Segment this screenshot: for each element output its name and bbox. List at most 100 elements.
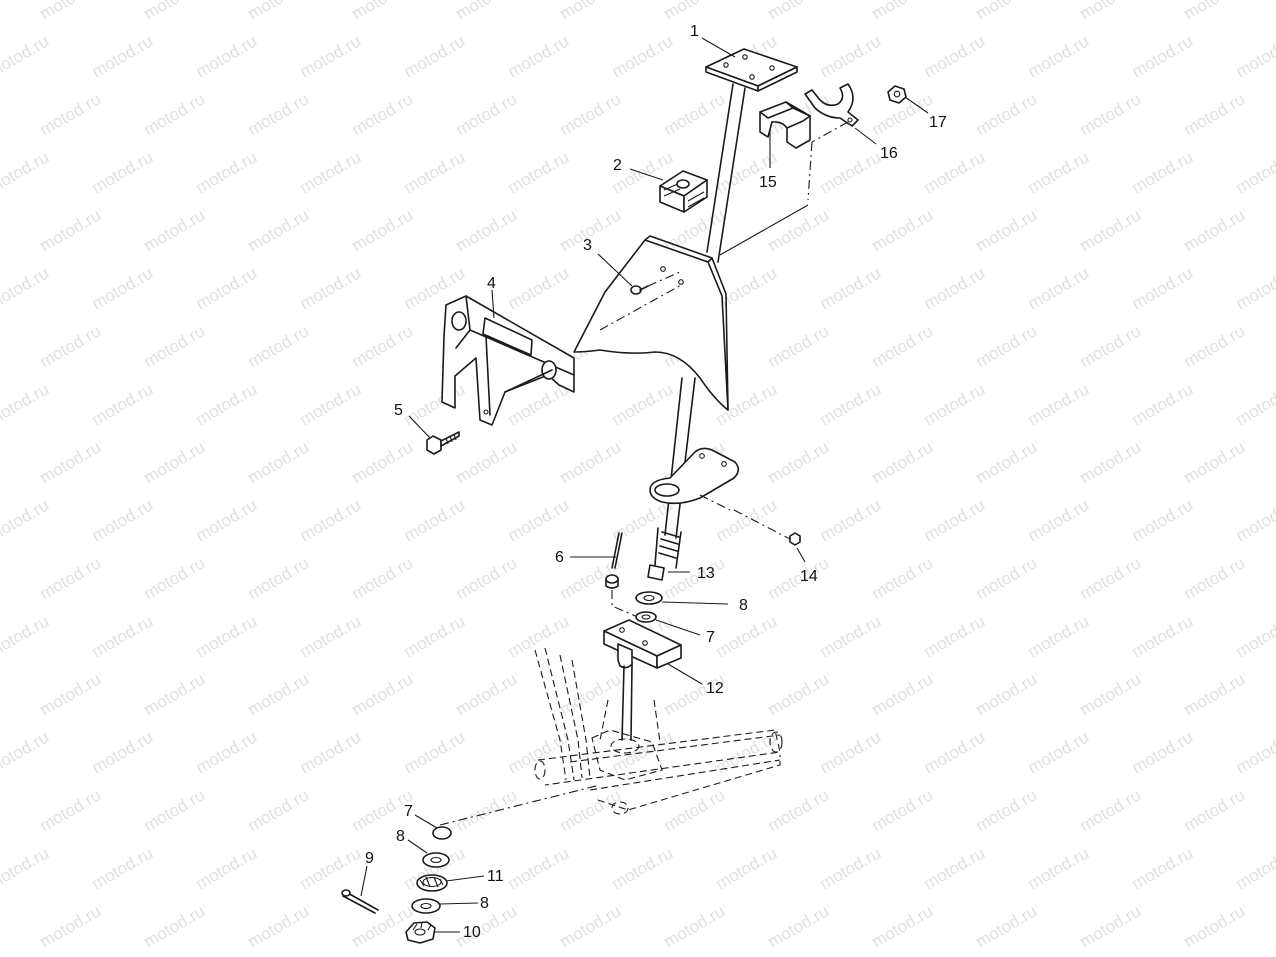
- watermark-text: motod.ru: [921, 379, 989, 429]
- callout-5: 5: [394, 402, 403, 419]
- watermark-text: motod.ru: [401, 727, 469, 777]
- steering-arm-plate: [649, 447, 793, 541]
- watermark-text: motod.ru: [349, 0, 417, 23]
- watermark-text: motod.ru: [141, 669, 209, 719]
- watermark-text: motod.ru: [37, 321, 105, 371]
- watermark-text: motod.ru: [1181, 669, 1249, 719]
- part-10-castle-nut: [405, 921, 436, 944]
- watermark-text: motod.ru: [973, 901, 1041, 951]
- watermark-text: motod.ru: [869, 437, 937, 487]
- watermark-text: motod.ru: [89, 727, 157, 777]
- watermark-text: motod.ru: [37, 205, 105, 255]
- watermark-text: motod.ru: [453, 437, 521, 487]
- watermark-text: motod.ru: [921, 31, 989, 81]
- watermark-text: motod.ru: [1025, 727, 1093, 777]
- watermark-text: motod.ru: [505, 727, 573, 777]
- watermark-text: motod.ru: [1233, 843, 1276, 893]
- watermark-text: motod.ru: [1077, 321, 1145, 371]
- watermark-text: motod.ru: [817, 611, 885, 661]
- watermark-text: motod.ru: [869, 785, 937, 835]
- watermark-text: motod.ru: [297, 147, 365, 197]
- callout-7a: 7: [706, 629, 715, 646]
- watermark-text: motod.ru: [765, 437, 833, 487]
- watermark-text: motod.ru: [1025, 147, 1093, 197]
- watermark-text: motod.ru: [1129, 147, 1197, 197]
- part-11-bearing: [416, 874, 448, 892]
- watermark-text: motod.ru: [297, 843, 365, 893]
- watermark-text: motod.ru: [1129, 263, 1197, 313]
- watermark-text: motod.ru: [869, 0, 937, 23]
- watermark-text: motod.ru: [1077, 89, 1145, 139]
- part-8-washer-lower-1: [422, 852, 450, 868]
- watermark-text: motod.ru: [1233, 495, 1276, 545]
- watermark-text: motod.ru: [89, 31, 157, 81]
- watermark-text: motod.ru: [869, 901, 937, 951]
- callout-3: 3: [583, 237, 592, 254]
- watermark-text: motod.ru: [713, 727, 781, 777]
- watermark-text: motod.ru: [245, 785, 313, 835]
- watermark-text: motod.ru: [297, 495, 365, 545]
- watermark-text: motod.ru: [713, 843, 781, 893]
- watermark-text: motod.ru: [661, 0, 729, 23]
- callout-13: 13: [697, 565, 715, 582]
- watermark-text: motod.ru: [557, 669, 625, 719]
- watermark-text: motod.ru: [193, 379, 261, 429]
- watermark-text: motod.ru: [245, 437, 313, 487]
- watermark-text: motod.ru: [141, 901, 209, 951]
- callout-8c: 8: [480, 895, 489, 912]
- watermark-text: motod.ru: [557, 901, 625, 951]
- watermark-text: motod.ru: [921, 147, 989, 197]
- part-8-washer-lower-2: [411, 898, 441, 914]
- watermark-text: motod.ru: [193, 31, 261, 81]
- watermark-text: motod.ru: [557, 89, 625, 139]
- callout-11: 11: [487, 868, 504, 885]
- watermark-text: motod.ru: [297, 379, 365, 429]
- part-14-bolt: [789, 532, 801, 546]
- watermark-text: motod.ru: [141, 0, 209, 23]
- watermark-text: motod.ru: [557, 0, 625, 23]
- callout-17: 17: [929, 114, 947, 131]
- watermark-text: motod.ru: [661, 89, 729, 139]
- watermark-text: motod.ru: [505, 611, 573, 661]
- watermark-text: motod.ru: [661, 553, 729, 603]
- callout-15: 15: [759, 174, 777, 191]
- watermark-text: motod.ru: [349, 321, 417, 371]
- watermark-text: motod.ru: [89, 147, 157, 197]
- part-5-bolt: [426, 431, 460, 455]
- watermark-text: motod.ru: [193, 263, 261, 313]
- watermark-text: motod.ru: [245, 669, 313, 719]
- watermark-text: motod.ru: [297, 611, 365, 661]
- watermark-text: motod.ru: [713, 611, 781, 661]
- watermark-text: motod.ru: [401, 379, 469, 429]
- callout-9: 9: [365, 850, 374, 867]
- callout-labels: 1 2 3 4 5 6 7 7 8 8 8 9 10 11 12 13 14 1…: [365, 23, 947, 941]
- part-6-cotter-pin: [605, 532, 641, 619]
- watermark-text: motod.ru: [817, 379, 885, 429]
- part-7-washer-upper: [635, 611, 657, 623]
- watermark-text: motod.ru: [1077, 0, 1145, 23]
- watermark-text: motod.ru: [0, 727, 52, 777]
- watermark-text: motod.ru: [765, 205, 833, 255]
- watermark-text: motod.ru: [1129, 379, 1197, 429]
- watermark-text: motod.ru: [869, 321, 937, 371]
- watermark-text: motod.ru: [1077, 669, 1145, 719]
- watermark-text: motod.ru: [1025, 495, 1093, 545]
- watermark-text: motod.ru: [1181, 0, 1249, 23]
- callout-7b: 7: [404, 803, 413, 820]
- watermark-text: motod.ru: [297, 31, 365, 81]
- watermark-text: motod.ru: [349, 437, 417, 487]
- watermark-text: motod.ru: [661, 901, 729, 951]
- watermark-text: motod.ru: [869, 205, 937, 255]
- chassis-frame-ghosted: [439, 647, 783, 826]
- watermark-text: motod.ru: [817, 727, 885, 777]
- watermark-text: motod.ru: [37, 669, 105, 719]
- watermark-text: motod.ru: [1233, 31, 1276, 81]
- callout-16: 16: [880, 145, 898, 162]
- watermark-text: motod.ru: [37, 0, 105, 23]
- watermark-text: motod.ru: [37, 553, 105, 603]
- part-12-steering-block: [603, 619, 682, 741]
- watermark-text: motod.ru: [921, 727, 989, 777]
- watermark-text: motod.ru: [973, 321, 1041, 371]
